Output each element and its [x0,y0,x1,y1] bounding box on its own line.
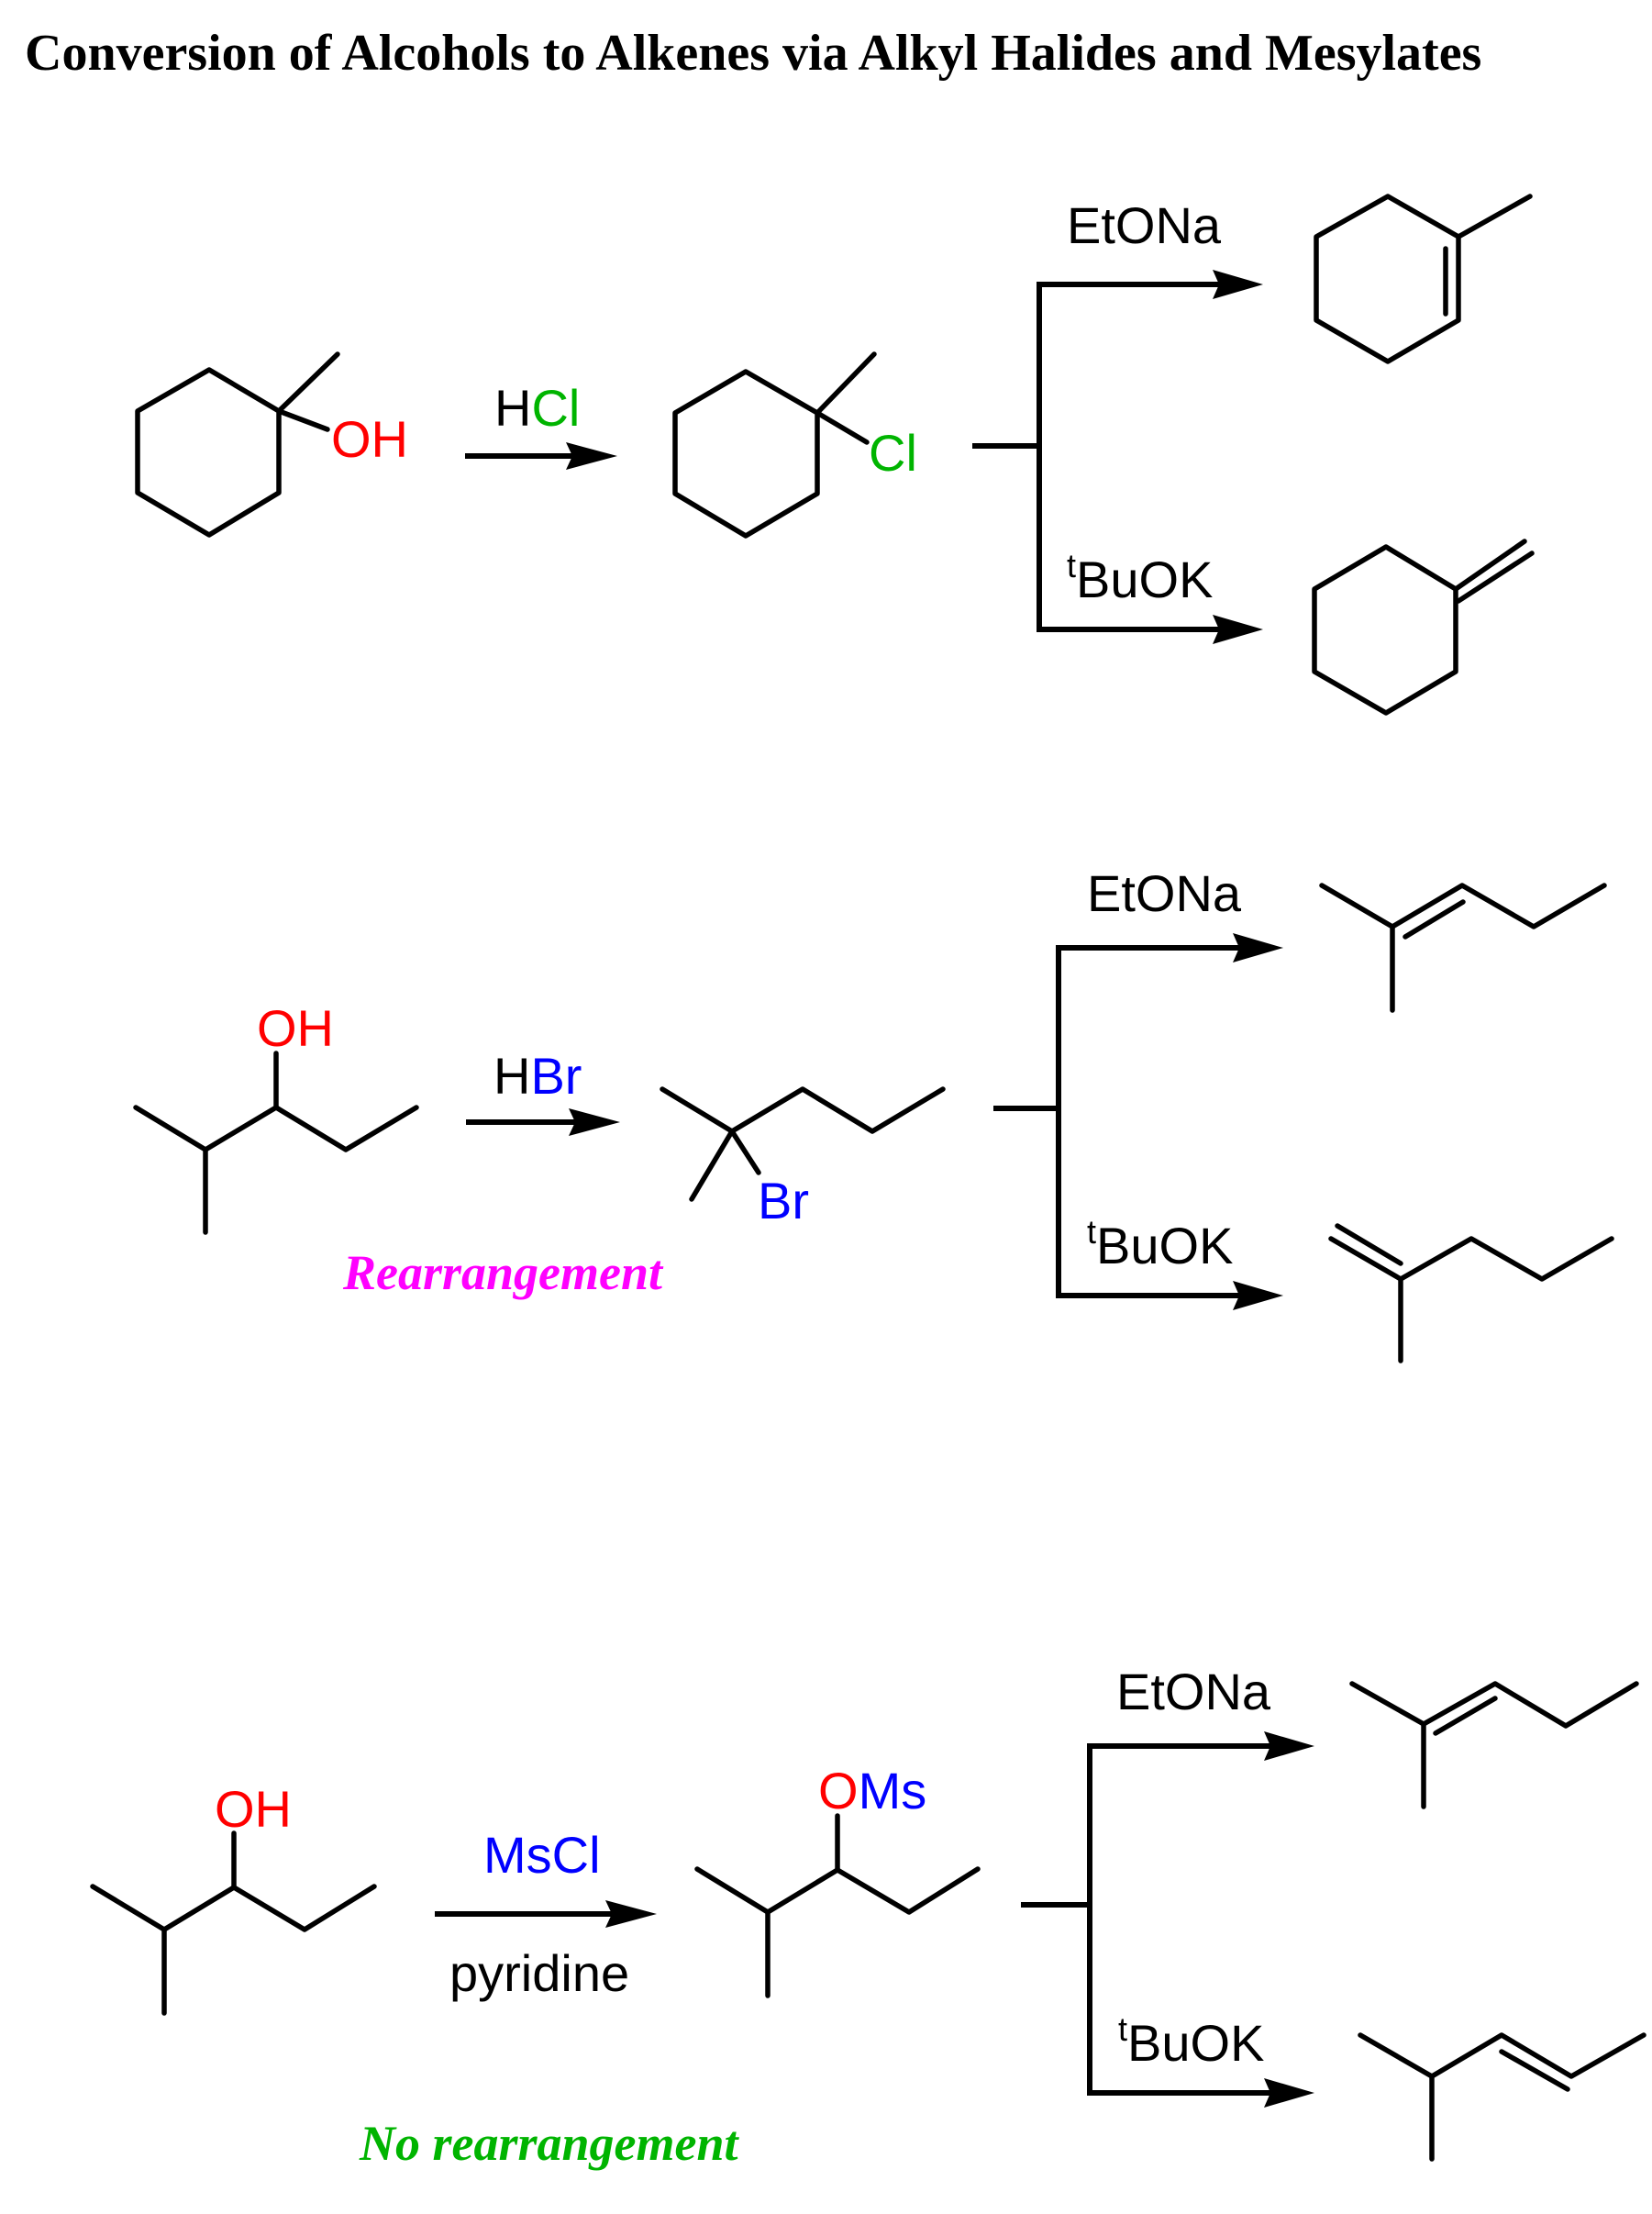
carbon-chain [660,1086,946,1134]
hydroxyl-label: OH [257,999,334,1057]
no-rearrangement-note: No rearrangement [359,2116,740,2171]
starting-material-2-methylpentan-3-ol: OH [90,1780,377,2016]
arrow-head-bottom [1213,615,1263,644]
bromine-label: Br [758,1172,809,1229]
carbon-chain [133,1105,419,1152]
carbon-chain [694,1866,981,1915]
branch-arrows: EtONa tBuOK [1021,1663,1314,2108]
reagent-label-tbuok: tBuOK [1067,547,1213,608]
double-bond-inner [1433,1696,1498,1736]
c-o-bond [276,408,330,432]
carbon-chain [1328,1236,1614,1282]
reagent-label-hcl: HCl [494,379,580,437]
arrow-head [605,1900,657,1928]
methyl-bond [276,351,340,414]
methyl-bond [815,351,877,416]
reagent-label-hbr: HBr [493,1047,582,1105]
mesylate-label: OMs [818,1762,926,1819]
double-bond-inner [1403,899,1466,940]
c-cl-bond [815,410,870,445]
product-2-methylpent-1-ene [1328,1223,1614,1363]
methyl-bond [689,1129,735,1202]
reaction-row-2: OH HBr Br Rearrangement EtONa tBuOK [133,864,1614,1363]
arrow-head-top [1213,270,1263,299]
c-br-bond [729,1129,761,1175]
reaction-arrow-hbr: HBr [466,1047,620,1136]
page-title: Conversion of Alcohols to Alkenes via Al… [25,25,1481,82]
arrow-head-bottom [1233,1281,1283,1310]
intermediate-chloromethylcyclohexane: Cl [672,351,917,539]
methyl-bond [1456,194,1533,239]
starting-material-methylcyclohexanol: OH [135,351,408,538]
product-methylcyclohexene [1314,194,1533,364]
carbon-chain [1358,2032,1646,2079]
carbon-chain [1319,883,1607,929]
carbon-chain [90,1884,377,1932]
arrow-head-top [1233,933,1283,962]
reagent-label-tbuok: tBuOK [1118,2010,1264,2072]
exocyclic-double-bond [1456,551,1535,604]
cyclohexane-ring [672,369,820,539]
carbon-chain [1349,1681,1639,1729]
product-methylenecyclohexane [1312,539,1535,716]
reagent-label-mscl: MsCl [483,1826,601,1884]
product-2-methylpent-2-ene [1319,883,1607,1013]
intermediate-mesylate: OMs [694,1762,981,1998]
reagent-label-pyridine: pyridine [449,1944,629,2002]
product-4-methylpent-2-ene [1358,2032,1646,2162]
cyclohexene-ring [1314,194,1461,364]
reaction-arrow-mscl: MsCl pyridine [435,1826,657,2002]
reagent-label-etona: EtONa [1116,1663,1271,1720]
rearrangement-note: Rearrangement [342,1245,664,1300]
cyclohexane-ring [135,367,282,538]
branch-arrows: EtONa tBuOK [972,196,1263,644]
chlorine-label: Cl [869,424,917,482]
intermediate-2-bromo-2-methylpentane: Br [660,1086,946,1229]
branch-arrows: EtONa tBuOK [993,864,1283,1310]
reaction-row-1: OH HCl Cl EtONa tBuOK [135,194,1535,716]
hydroxyl-label: OH [215,1780,292,1838]
reaction-row-3: OH MsCl pyridine OMs No rearrangement Et… [90,1663,1646,2171]
product-2-methylpent-2-ene [1349,1681,1639,1809]
double-bond-inner [1499,2049,1570,2092]
exocyclic-bond [1453,539,1527,592]
reaction-arrow-hcl: HCl [465,379,617,470]
arrow-head [569,1108,620,1136]
double-bond-outer [1335,1223,1403,1266]
arrow-head [566,442,617,470]
cyclohexane-ring [1312,544,1458,716]
arrow-head-bottom [1264,2078,1314,2108]
starting-material-2-methylpentan-3-ol: OH [133,999,419,1235]
reagent-label-etona: EtONa [1067,196,1222,254]
reagent-label-tbuok: tBuOK [1087,1213,1233,1274]
reagent-label-etona: EtONa [1087,864,1242,922]
hydroxyl-label: OH [331,410,408,468]
arrow-head-top [1264,1731,1314,1761]
